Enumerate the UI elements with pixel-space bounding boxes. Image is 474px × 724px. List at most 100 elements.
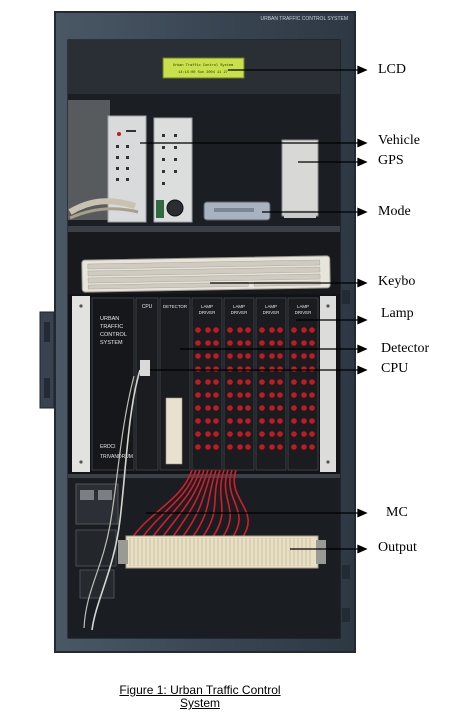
lamp-led bbox=[227, 379, 233, 385]
lamp-led bbox=[309, 392, 315, 398]
red-wire bbox=[161, 469, 205, 539]
lamp-led bbox=[277, 340, 283, 346]
caption-line-2: System bbox=[179, 696, 220, 710]
lamp-led bbox=[227, 444, 233, 450]
lamp-led bbox=[309, 418, 315, 424]
gps-unit bbox=[281, 139, 319, 217]
lamp-led bbox=[245, 392, 251, 398]
callout-gps: GPS bbox=[378, 153, 404, 168]
lamp-led bbox=[245, 431, 251, 437]
lamp-led bbox=[213, 327, 219, 333]
lamp-led bbox=[195, 379, 201, 385]
lamp-led bbox=[205, 431, 211, 437]
lamp-led bbox=[301, 431, 307, 437]
lamp-led bbox=[291, 392, 297, 398]
lamp-led bbox=[237, 392, 243, 398]
lamp-led bbox=[259, 405, 265, 411]
callout-mode: Mode bbox=[378, 204, 411, 219]
lamp-led bbox=[301, 444, 307, 450]
rack-frame-left bbox=[72, 296, 90, 472]
red-wire bbox=[151, 469, 201, 539]
lamp-led bbox=[277, 405, 283, 411]
lamp-led bbox=[309, 444, 315, 450]
svg-text:LAMP: LAMP bbox=[297, 304, 309, 309]
lamp-led bbox=[269, 392, 275, 398]
callout-lamp: Lamp bbox=[381, 306, 414, 321]
lamp-led bbox=[237, 418, 243, 424]
lamp-led bbox=[301, 327, 307, 333]
lamp-led bbox=[205, 353, 211, 359]
lamp-led bbox=[245, 405, 251, 411]
lcd-text-line1: Urban Traffic Control System bbox=[173, 63, 233, 68]
lamp-led bbox=[269, 405, 275, 411]
lamp-led bbox=[227, 392, 233, 398]
lamp-led bbox=[259, 353, 265, 359]
lamp-led bbox=[291, 327, 297, 333]
lamp-led bbox=[245, 366, 251, 372]
lamp-led bbox=[205, 405, 211, 411]
lamp-led bbox=[205, 418, 211, 424]
lamp-led bbox=[291, 431, 297, 437]
callout-arrows bbox=[140, 65, 368, 554]
lamp-led bbox=[195, 444, 201, 450]
lamp-led bbox=[277, 366, 283, 372]
lamp-led bbox=[269, 327, 275, 333]
lamp-led bbox=[269, 366, 275, 372]
lamp-led bbox=[259, 418, 265, 424]
white-wires bbox=[91, 369, 141, 631]
detector-card-label: DETECTOR bbox=[163, 304, 187, 309]
lamp-led bbox=[245, 353, 251, 359]
lamp-led bbox=[309, 379, 315, 385]
cpu-card bbox=[135, 297, 159, 471]
red-wire bbox=[181, 469, 213, 539]
red-wire-harness bbox=[131, 469, 249, 539]
red-wire bbox=[211, 469, 225, 539]
lamp-led bbox=[195, 340, 201, 346]
lamp-led bbox=[195, 418, 201, 424]
lamp-led bbox=[227, 340, 233, 346]
callout-cpu: CPU bbox=[381, 361, 409, 376]
lamp-led bbox=[269, 379, 275, 385]
lamp-led bbox=[277, 392, 283, 398]
callout-detector: Detector bbox=[381, 341, 430, 356]
lamp-led bbox=[227, 353, 233, 359]
cabinet-header-label: URBAN TRAFFIC CONTROL SYSTEM bbox=[260, 16, 348, 22]
lamp-led bbox=[205, 444, 211, 450]
lamp-led bbox=[277, 418, 283, 424]
svg-text:LAMP: LAMP bbox=[233, 304, 245, 309]
red-wire bbox=[221, 469, 232, 539]
lamp-led bbox=[227, 327, 233, 333]
lamp-led bbox=[277, 379, 283, 385]
lamp-led bbox=[237, 366, 243, 372]
svg-text:LAMP: LAMP bbox=[265, 304, 277, 309]
svg-text:DRIVER: DRIVER bbox=[199, 310, 216, 315]
terminal-blocks bbox=[129, 538, 311, 566]
lamp-led bbox=[259, 327, 265, 333]
keyboard-keys bbox=[87, 259, 321, 290]
lamp-led bbox=[237, 431, 243, 437]
lamp-led bbox=[213, 392, 219, 398]
lamp-led bbox=[245, 340, 251, 346]
lamp-led bbox=[213, 379, 219, 385]
lamp-led bbox=[227, 405, 233, 411]
lamp-led bbox=[269, 340, 275, 346]
lamp-led bbox=[259, 340, 265, 346]
lamp-led bbox=[277, 431, 283, 437]
svg-text:DRIVER: DRIVER bbox=[263, 310, 280, 315]
lamp-led bbox=[259, 366, 265, 372]
lamp-led bbox=[237, 379, 243, 385]
caption-line-1: Figure 1: Urban Traffic Control bbox=[119, 683, 281, 697]
lamp-led bbox=[195, 327, 201, 333]
lamp-led bbox=[269, 353, 275, 359]
lamp-led bbox=[205, 366, 211, 372]
figure-caption: Figure 1: Urban Traffic Control System bbox=[0, 684, 400, 710]
lamp-led bbox=[301, 366, 307, 372]
power-block bbox=[75, 529, 117, 567]
lamp-led bbox=[259, 431, 265, 437]
lamp-led bbox=[195, 353, 201, 359]
svg-text:DRIVER: DRIVER bbox=[295, 310, 312, 315]
lamp-led bbox=[309, 327, 315, 333]
lamp-led bbox=[291, 379, 297, 385]
svg-text:DRIVER: DRIVER bbox=[231, 310, 248, 315]
